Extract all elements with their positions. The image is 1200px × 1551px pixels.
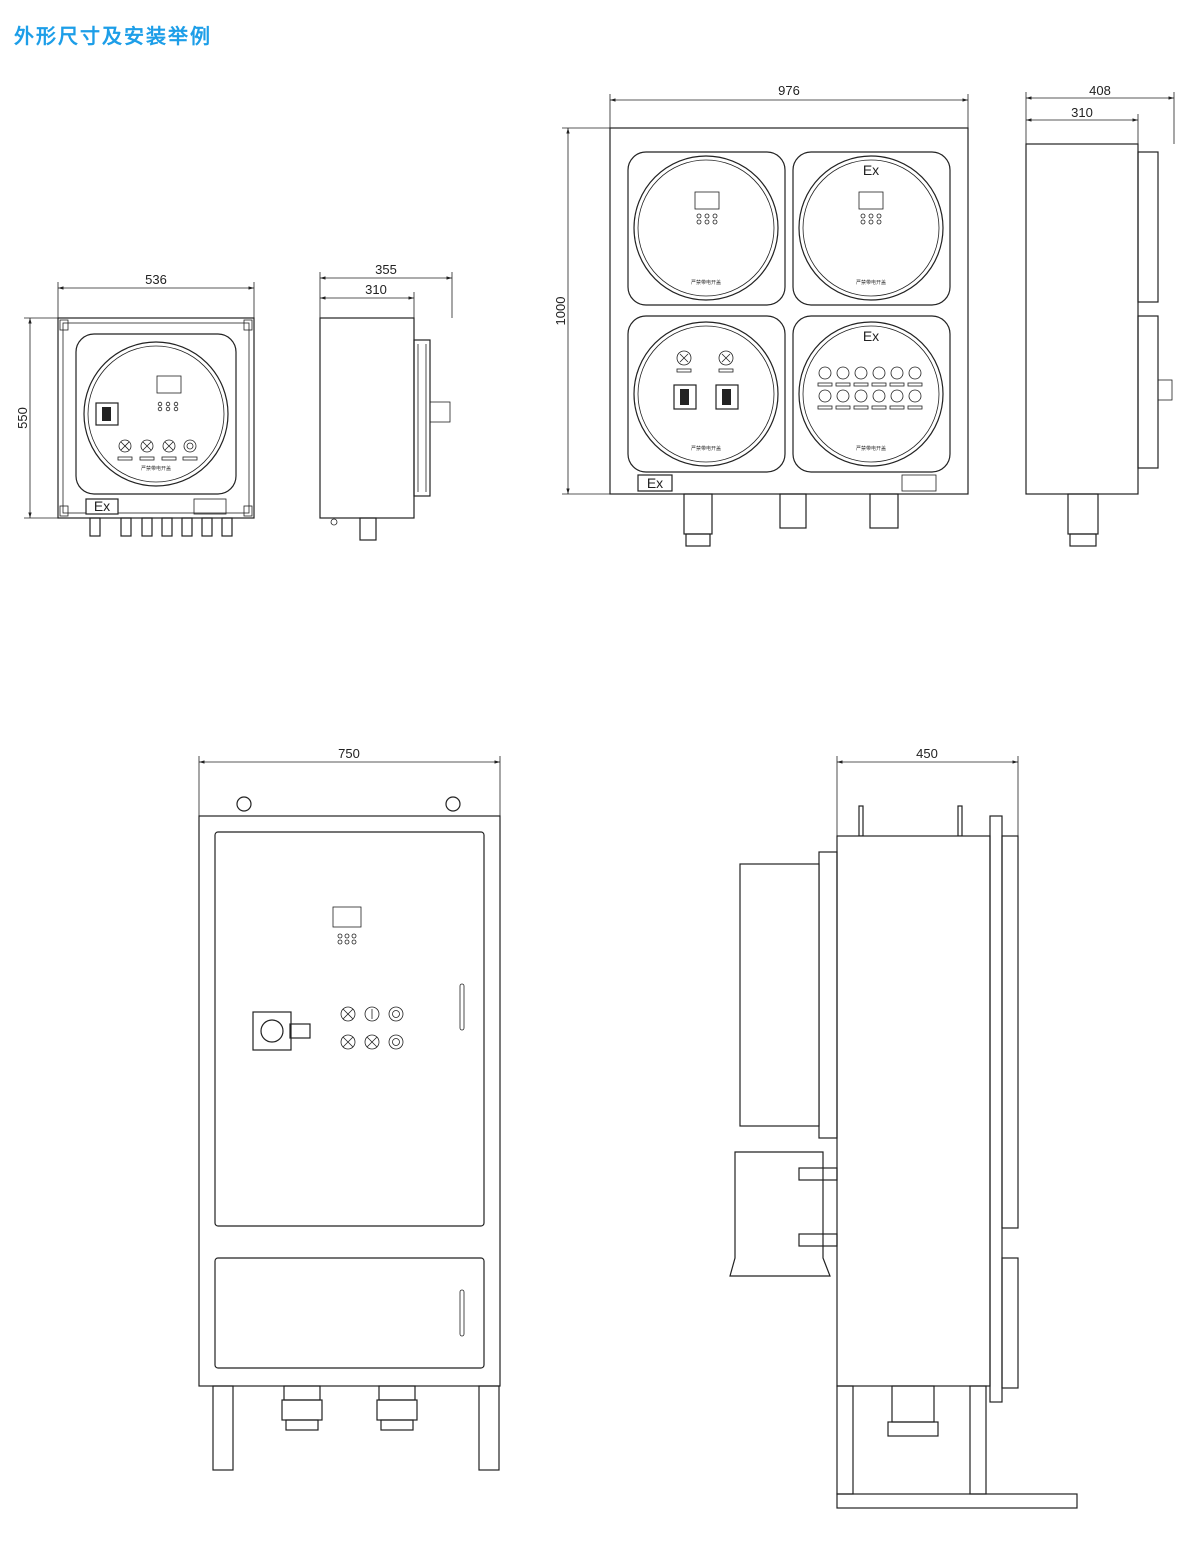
ex-mark-small: Ex [94, 498, 110, 514]
dim-large-depth-body: 310 [1071, 105, 1093, 120]
ex-mark-cover-2: Ex [863, 162, 879, 178]
dim-cabinet-depth: 450 [916, 746, 938, 761]
nameplate-cover-1: 严禁带电开盖 [691, 279, 721, 286]
small-enclosure-side-view: 355 310 [319, 262, 453, 541]
nameplate-cover-3: 严禁带电开盖 [691, 445, 721, 452]
large-enclosure-front-view: 976 1000 严禁带电开盖 Ex 严禁带电开盖 [553, 83, 969, 547]
cabinet-front-view: 750 [198, 746, 501, 1471]
small-enclosure-front-view: 536 550 严禁带电开盖 Ex [15, 272, 255, 537]
nameplate-cover-4: 严禁带电开盖 [856, 445, 886, 452]
dim-cabinet-width: 750 [338, 746, 360, 761]
dim-small-depth-body: 310 [365, 282, 387, 297]
dim-small-width: 536 [145, 272, 167, 287]
nameplate-small: 严禁带电开盖 [141, 465, 171, 472]
ex-mark-cover-4: Ex [863, 328, 879, 344]
ex-mark-large: Ex [647, 475, 663, 491]
page-title: 外形尺寸及安装举例 [14, 24, 212, 48]
dim-large-width: 976 [778, 83, 800, 98]
dim-large-height: 1000 [553, 297, 568, 326]
nameplate-cover-2: 严禁带电开盖 [856, 279, 886, 286]
cabinet-side-view: 450 [729, 746, 1078, 1509]
large-enclosure-side-view: 408 310 [1025, 83, 1175, 547]
dim-small-depth-total: 355 [375, 262, 397, 277]
dim-small-height: 550 [15, 407, 30, 429]
dim-large-depth-total: 408 [1089, 83, 1111, 98]
